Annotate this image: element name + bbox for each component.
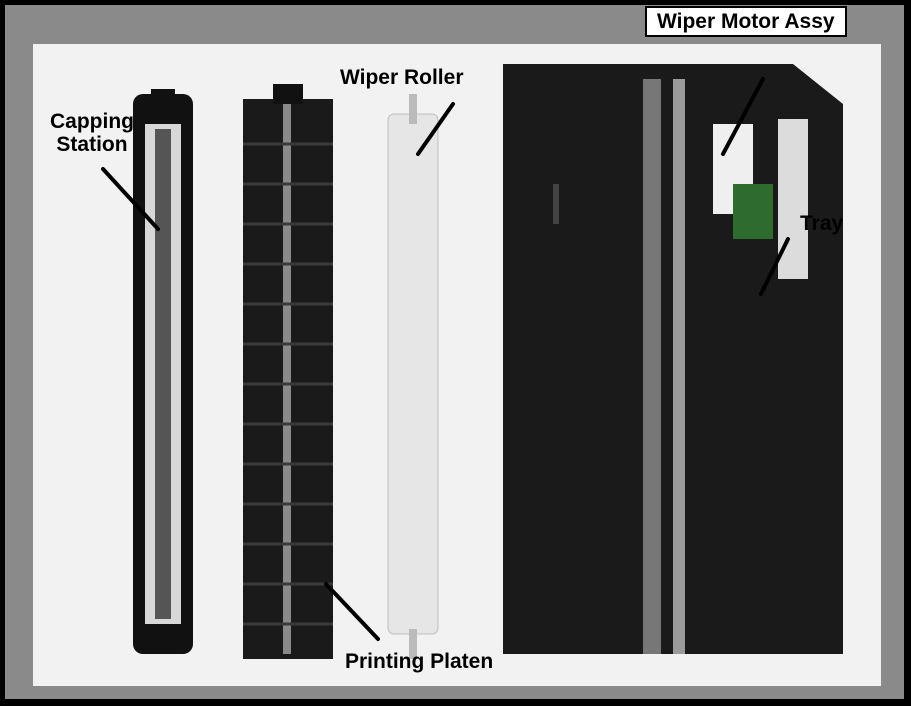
wiper-assembly-tray-part bbox=[503, 64, 843, 654]
wiper-motor-assy-label-box: Wiper Motor Assy bbox=[645, 6, 847, 38]
printing-platen-label: Printing Platen bbox=[345, 650, 494, 673]
leader-lines bbox=[101, 77, 790, 641]
wiper-roller-label: Wiper Roller bbox=[340, 66, 464, 89]
printing-platen-part bbox=[243, 84, 333, 659]
parts-photo bbox=[33, 44, 881, 686]
capping-station-label-line2: Station bbox=[56, 133, 128, 157]
capping-station-part bbox=[133, 89, 193, 654]
capping-station-label: Capping Station bbox=[50, 110, 134, 156]
tray-label: Tray bbox=[800, 212, 844, 235]
capping-station-label-line1: Capping bbox=[50, 110, 134, 133]
wiper-motor-assy-label: Wiper Motor Assy bbox=[657, 10, 835, 33]
wiper-roller-part bbox=[387, 94, 439, 659]
